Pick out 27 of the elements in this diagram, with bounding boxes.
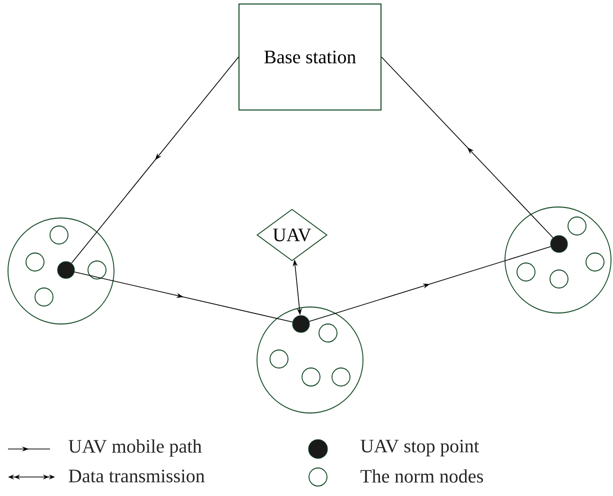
sensor-node — [34, 288, 54, 306]
sensor-node — [88, 260, 106, 280]
sensor-node — [568, 216, 586, 236]
legend-text: Data transmission — [68, 470, 205, 482]
legend-text: UAV stop point — [360, 440, 480, 456]
stop-point — [292, 315, 310, 333]
sensor-node — [516, 262, 536, 282]
stop-point — [57, 261, 75, 279]
arrow — [309, 246, 551, 322]
sensor-node — [586, 252, 604, 272]
base-station-box: Base station — [238, 4, 382, 110]
sensor-node — [270, 350, 288, 368]
sensor-node — [26, 252, 44, 272]
sensor-node — [332, 368, 350, 386]
sensor-node — [302, 368, 320, 386]
arrow — [74, 272, 293, 322]
sensor-node — [550, 270, 568, 288]
legend-text: The norm nodes — [360, 469, 483, 483]
stop-point — [550, 235, 568, 253]
arrow — [381, 56, 554, 238]
cluster-circle — [256, 306, 364, 414]
legend-text: UAV mobile path — [68, 439, 202, 457]
sensor-node — [50, 226, 68, 244]
cluster-circle — [8, 218, 114, 324]
arrow — [71, 56, 239, 264]
sensor-node — [318, 324, 338, 342]
cluster-circle — [504, 206, 612, 314]
